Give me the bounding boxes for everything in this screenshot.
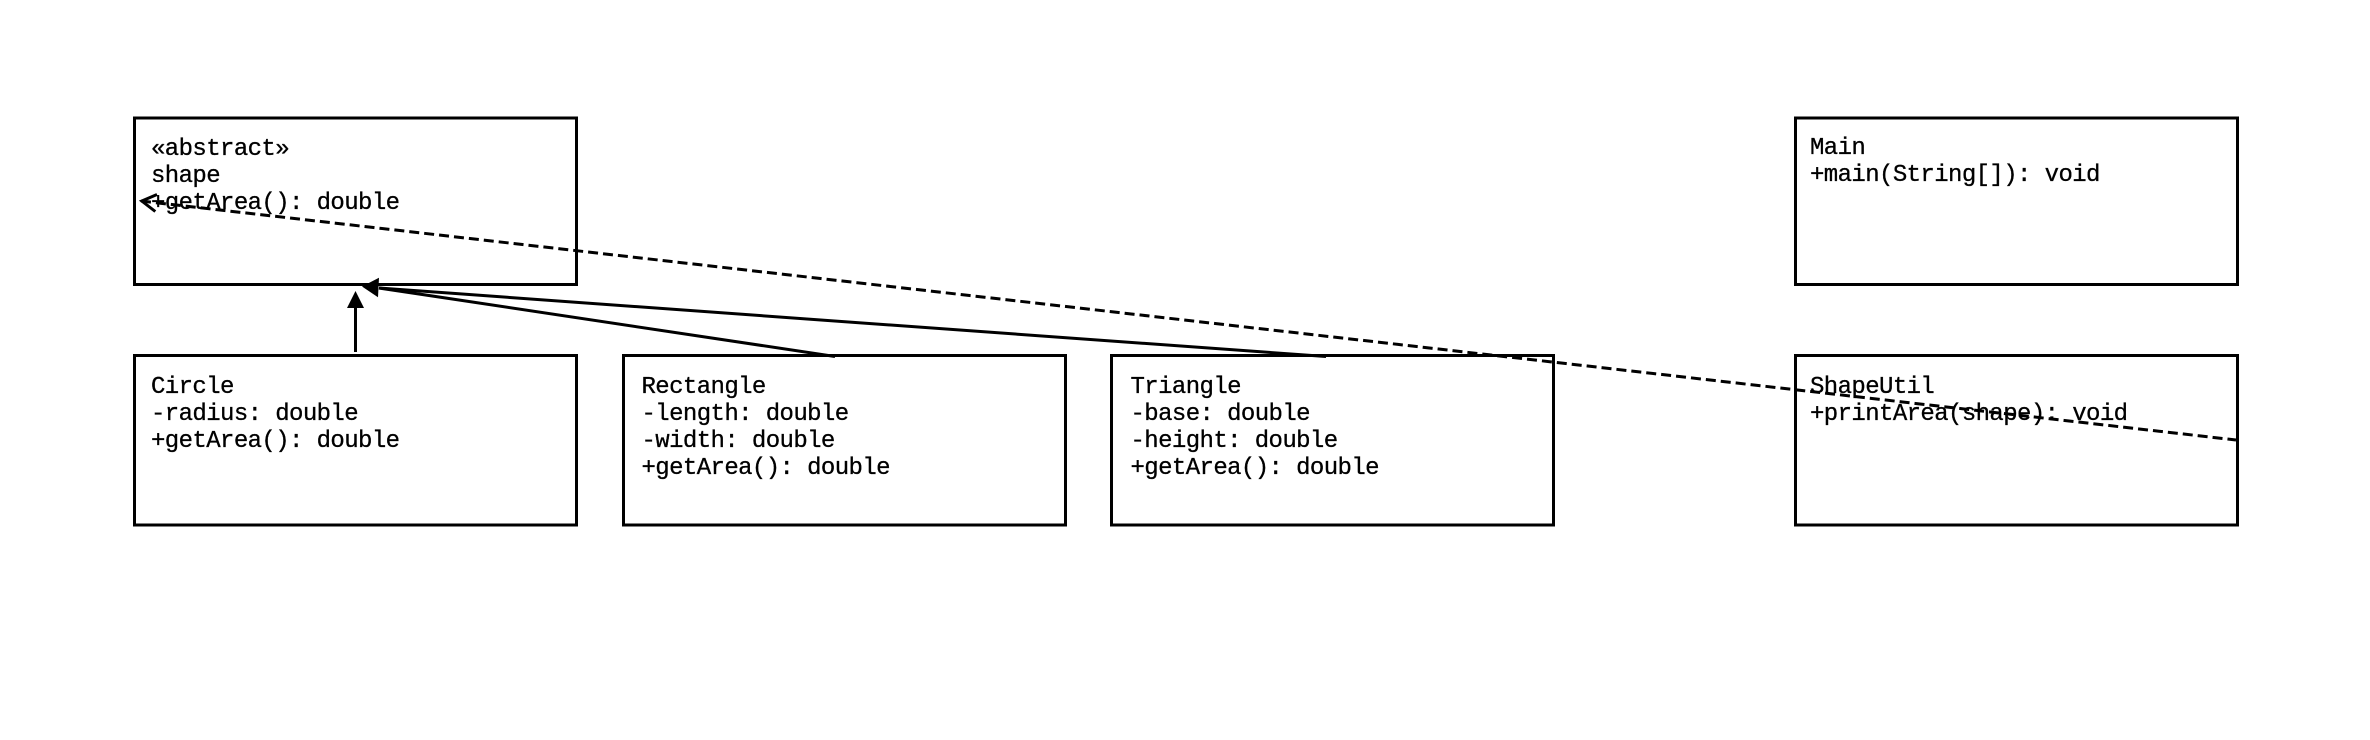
svg-text:-radius: double: -radius: double [151, 401, 358, 428]
svg-text:+getArea(): double: +getArea(): double [151, 190, 399, 217]
svg-text:shape: shape [151, 163, 220, 190]
svg-text:ShapeUtil: ShapeUtil [1810, 374, 1934, 401]
svg-text:«abstract»: «abstract» [151, 136, 289, 163]
svg-text:Circle: Circle [151, 374, 234, 401]
svg-text:+getArea(): double: +getArea(): double [151, 428, 399, 455]
svg-text:+printArea(shape): void: +printArea(shape): void [1810, 401, 2127, 428]
svg-text:-base: double: -base: double [1131, 401, 1310, 428]
svg-text:-length: double: -length: double [642, 401, 849, 428]
svg-text:Main: Main [1810, 135, 1865, 162]
svg-text:+getArea(): double: +getArea(): double [1131, 455, 1379, 482]
svg-text:-width: double: -width: double [642, 428, 835, 455]
svg-text:+main(String[]): void: +main(String[]): void [1810, 162, 2100, 189]
svg-text:-height: double: -height: double [1131, 428, 1338, 455]
svg-text:+getArea(): double: +getArea(): double [642, 455, 890, 482]
svg-text:Rectangle: Rectangle [642, 374, 766, 401]
svg-text:Triangle: Triangle [1131, 374, 1241, 401]
